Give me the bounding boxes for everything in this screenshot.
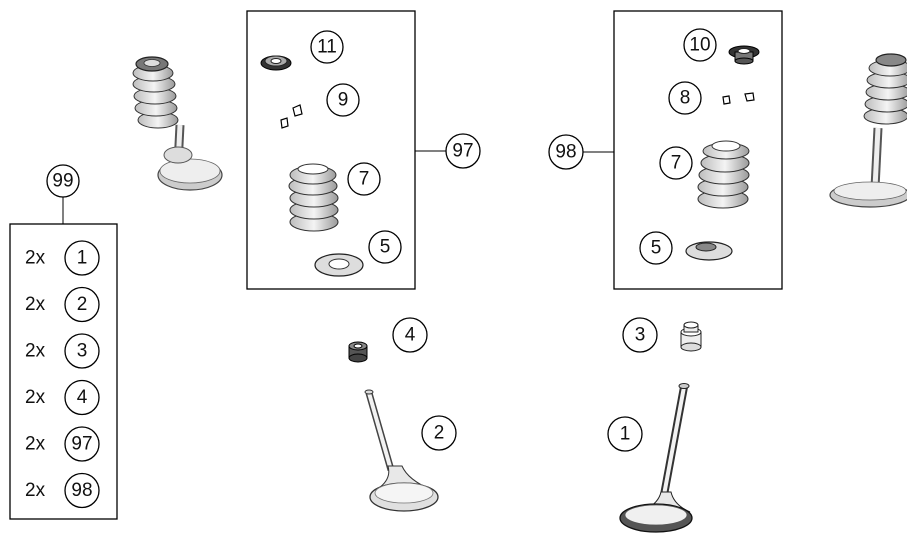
spring-seat-icon — [314, 253, 364, 277]
callout-4-label: 4 — [405, 325, 416, 346]
kit-row-callout-circle — [64, 472, 100, 509]
callout-4-circle — [392, 317, 428, 353]
kit-row-callout-circle — [64, 240, 100, 276]
callout-7b-label: 7 — [671, 153, 682, 174]
callout-3-circle — [622, 317, 658, 353]
spring-seat-icon — [685, 241, 733, 261]
callout-5b-circle — [639, 231, 673, 265]
valve-assembly-icon — [132, 56, 223, 191]
callout-99-circle — [46, 164, 80, 198]
callout-11-circle — [310, 30, 344, 64]
callout-2-circle — [421, 415, 457, 451]
callout-99-label: 99 — [52, 171, 73, 192]
kit-97-box — [246, 10, 416, 290]
callout-3-label: 3 — [635, 325, 646, 346]
callout-5b-label: 5 — [651, 238, 662, 259]
kit-row-part-number: 98 — [71, 480, 92, 501]
kit-row-qty: 2x — [25, 480, 46, 501]
kit-row-part-number: 4 — [77, 387, 88, 408]
kit-row-qty: 2x — [25, 248, 46, 269]
kit-row-qty: 2x — [25, 434, 46, 455]
kit-row-part-number: 2 — [77, 294, 88, 315]
spring-retainer-icon — [728, 45, 760, 65]
kit-99-box — [9, 223, 118, 520]
kit-97-group: 97 11 9 7 — [246, 10, 481, 290]
callout-2-label: 2 — [434, 423, 445, 444]
callout-1-circle — [607, 416, 643, 452]
valve-seal-icon — [680, 321, 702, 352]
valve-spring-icon — [697, 140, 750, 209]
callout-1-label: 1 — [620, 424, 631, 445]
kit-98-group: 98 10 8 7 5 — [548, 10, 783, 290]
kit-row-part-number: 3 — [77, 341, 88, 362]
kit-row-callout-circle — [64, 286, 100, 323]
kit-row-qty: 2x — [25, 294, 46, 315]
callout-7b-circle — [659, 146, 693, 180]
callout-5a-circle — [368, 230, 402, 264]
callout-10-circle — [683, 28, 717, 62]
kit-row-callout-circle — [64, 333, 100, 369]
kit-row-qty: 2x — [25, 387, 46, 408]
valve-icon — [619, 383, 693, 533]
valve-keeper-icon — [280, 104, 303, 129]
callout-98-label: 98 — [555, 142, 576, 163]
callout-97-circle — [445, 133, 481, 169]
callout-97-label: 97 — [452, 141, 473, 162]
callout-8-label: 8 — [680, 88, 691, 109]
kit-row-callout-circle — [64, 426, 100, 462]
valve-seal-icon — [348, 341, 368, 363]
callout-10-label: 10 — [689, 35, 710, 56]
valve-keeper-icon — [722, 92, 755, 105]
kit-99-group: 99 2x 1 2x 2 2x 3 2x 4 2x 97 2x 98 — [9, 164, 118, 520]
callout-7a-circle — [347, 162, 381, 196]
callout-9-circle — [326, 83, 360, 117]
spring-retainer-icon — [260, 55, 292, 71]
kit-row-qty: 2x — [25, 341, 46, 362]
valve-spring-icon — [288, 163, 339, 232]
valve-assembly-icon — [829, 53, 907, 208]
callout-9-label: 9 — [338, 90, 349, 111]
kit-row-callout-circle — [64, 379, 100, 416]
callout-11-label: 11 — [317, 37, 337, 58]
callout-5a-label: 5 — [380, 237, 391, 258]
kit-row-part-number: 1 — [77, 248, 88, 269]
callout-8-circle — [668, 81, 702, 115]
valve-icon — [364, 389, 439, 512]
kit-row-part-number: 97 — [71, 434, 92, 455]
kit-98-box — [613, 10, 783, 290]
callout-7a-label: 7 — [359, 169, 370, 190]
kit-99-list: 2x 1 2x 2 2x 3 2x 4 2x 97 2x 98 — [25, 240, 100, 509]
